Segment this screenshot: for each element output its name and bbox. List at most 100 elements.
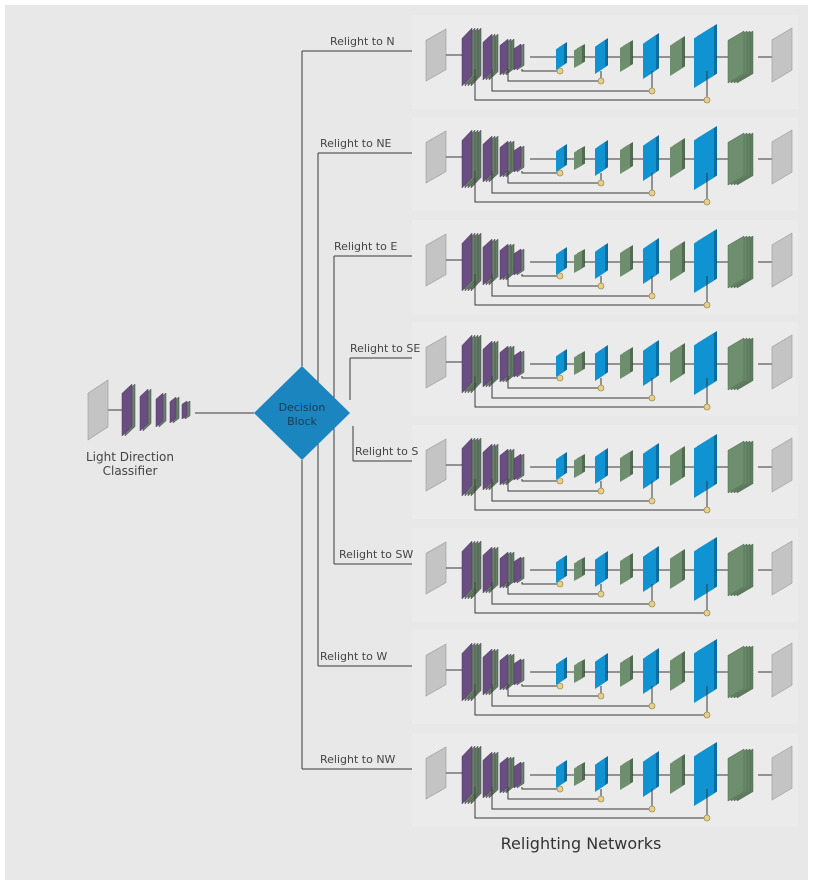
decoder-block (556, 657, 567, 685)
relighting-network (412, 322, 798, 416)
encoder-conv-stack (461, 540, 482, 600)
network-output-image (771, 129, 793, 185)
encoder-conv-stack (482, 546, 499, 594)
conv-block (670, 241, 685, 281)
concat-node (597, 590, 605, 598)
encoder-conv-stack (461, 745, 482, 805)
skip-connection (474, 376, 708, 408)
branch-label: Relight to W (320, 650, 387, 663)
block-face (643, 35, 656, 79)
block-face (595, 40, 605, 74)
block-face (595, 142, 605, 176)
decision-block-label-line2: Block (287, 415, 317, 428)
skip-connection (507, 479, 602, 492)
decoder-block (595, 345, 608, 381)
decoder-block (643, 135, 659, 181)
decoder-block (556, 42, 567, 70)
encoder-conv-stack (482, 443, 499, 491)
concat-node (556, 477, 564, 485)
layer-slab (181, 400, 188, 420)
encoder-conv-stack (482, 135, 499, 183)
concat-node (556, 682, 564, 690)
skip-connection (474, 787, 708, 819)
conv-block (574, 351, 585, 375)
layer-slab (499, 653, 509, 691)
block-face (574, 353, 582, 375)
layer-slab (513, 453, 522, 481)
branch-label: Relight to SW (339, 548, 413, 561)
layer-slab (499, 140, 509, 178)
decoder-block (643, 340, 659, 386)
layer-slab (482, 546, 493, 594)
block-face (694, 231, 714, 293)
block-face (574, 559, 582, 581)
network-output-image (771, 232, 793, 288)
encoder-conv-stack (461, 27, 482, 87)
network-output-image (771, 27, 793, 83)
conv-block (574, 454, 585, 478)
encoder-conv-stack (461, 232, 482, 292)
encoder-conv-stack (482, 33, 499, 81)
skip-connection (491, 69, 653, 92)
block-face (574, 661, 582, 683)
output-conv-stack (727, 132, 754, 186)
encoder-conv-stack (499, 448, 515, 486)
decoder-block (694, 331, 717, 395)
layer-slab (499, 448, 509, 486)
decoder-block (694, 126, 717, 190)
branch-label: Relight to NE (320, 137, 392, 150)
relighting-network (412, 425, 798, 519)
block-face (620, 452, 630, 482)
layer-slab (727, 748, 745, 802)
concat-node (648, 87, 656, 95)
layer-slab (461, 334, 473, 394)
branch-label: Relight to S (355, 445, 418, 458)
classifier-conv-stack (121, 383, 136, 437)
decoder-block (694, 742, 717, 806)
light-direction-classifier (87, 379, 254, 441)
skip-connection (474, 69, 708, 101)
skip-connection (491, 274, 653, 297)
block-face (643, 548, 656, 592)
encoder-conv-stack (513, 43, 525, 71)
conv-block (670, 138, 685, 178)
layer-slab (461, 232, 473, 292)
concat-node (703, 403, 711, 411)
block-face (595, 655, 605, 689)
decoder-block (556, 760, 567, 788)
layer-slab (121, 383, 133, 437)
decoder-block (694, 434, 717, 498)
concat-node (648, 394, 656, 402)
network-input-image (425, 438, 447, 492)
concat-node (648, 292, 656, 300)
layer-slab (727, 645, 745, 699)
output-conv-stack (727, 645, 754, 699)
classifier-conv-stack (169, 396, 180, 424)
network-output-image (771, 540, 793, 596)
skip-connection (507, 376, 602, 389)
concat-node (648, 189, 656, 197)
block-face (595, 450, 605, 484)
decoder-block (643, 751, 659, 797)
concat-node (597, 384, 605, 392)
conv-block (574, 249, 585, 273)
decoder-block (595, 653, 608, 689)
decoder-block (595, 243, 608, 279)
conv-block (574, 557, 585, 581)
layer-slab (727, 235, 745, 289)
output-conv-stack (727, 30, 754, 84)
decoder-block (643, 33, 659, 79)
block-face (643, 753, 656, 797)
network-input-image (425, 28, 447, 82)
block-face (643, 650, 656, 694)
block-face (620, 760, 630, 790)
network-output-image (771, 745, 793, 801)
relighting-network (412, 630, 798, 724)
encoder-conv-stack (482, 238, 499, 286)
concat-node (648, 497, 656, 505)
block-face (694, 128, 714, 190)
conv-block (670, 651, 685, 691)
layer-slab (482, 135, 493, 183)
block-face (595, 347, 605, 381)
